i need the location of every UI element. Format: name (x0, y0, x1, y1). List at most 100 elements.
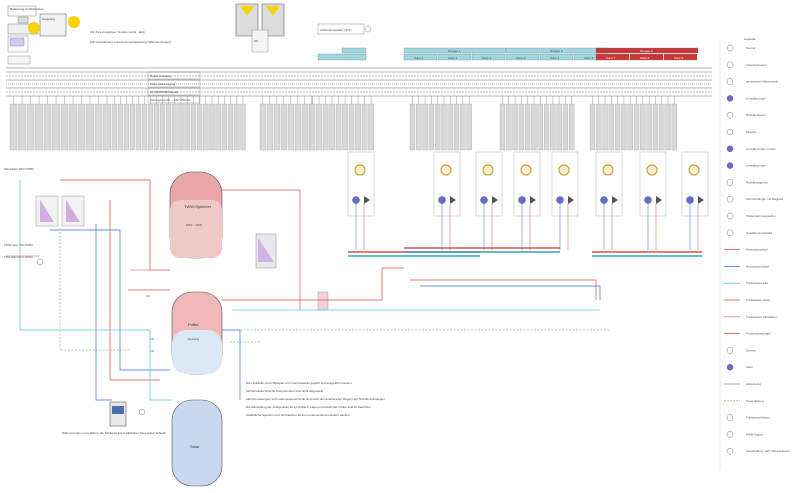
dhw-tank-title: TWW-Speicher (184, 204, 212, 209)
valve-icon (450, 196, 456, 204)
zone-group-header (341, 47, 367, 54)
terminal-module (166, 103, 172, 151)
legend-item-label: Heizungsrücklauf (746, 264, 769, 268)
legend-item-label: Mischer (746, 130, 757, 134)
legend-symbol-icon (726, 162, 734, 169)
pump-icon (686, 196, 694, 204)
terminal-module (43, 103, 52, 151)
heating-circuit-frame (681, 151, 709, 217)
room-unit-label: Bedienung im Wohnraum (10, 7, 44, 11)
terminal-module (111, 103, 117, 151)
terminal-module (633, 103, 640, 151)
heating-circuit-frame (433, 151, 461, 217)
terminal-module (147, 103, 153, 151)
pump-icon (518, 196, 526, 204)
terminal-module (94, 103, 103, 151)
heating-circuit-frame (513, 151, 541, 217)
terminal-module (441, 103, 447, 151)
terminal-module (506, 103, 512, 151)
legend-item-label: PWM-Signal (746, 432, 763, 436)
note-line-4: Die Darstellung der Anlagenteile ist sym… (246, 405, 371, 409)
terminal-module (309, 103, 316, 151)
fc-label-mid: FC (150, 337, 155, 341)
terminal-module (294, 103, 301, 151)
terminal-module (550, 103, 556, 151)
legend-item-label: Rücklaufsperre (746, 113, 767, 117)
legend-item-label: Frostschutzgruppe (746, 332, 771, 336)
lower-tank: Solar (171, 399, 223, 487)
zone-label: Zone 8 (640, 56, 650, 60)
terminal-module (422, 103, 428, 151)
buffer-tank-sub: Heizung (188, 337, 199, 341)
buffer-tank-title: Puffer (188, 322, 199, 327)
control-box (39, 13, 67, 37)
fc-label-top: FC (146, 294, 151, 298)
legend-symbol-icon (726, 364, 734, 371)
supply-24v-label: 24 VDC/PWM Signal (150, 90, 178, 94)
terminal-module (153, 103, 159, 151)
terminal-module (652, 103, 659, 151)
terminal-module (562, 103, 569, 151)
terminal-module (35, 103, 43, 151)
terminal-module (273, 103, 280, 151)
heating-circuit-frame (347, 151, 375, 217)
terminal-module (556, 103, 562, 151)
legend-item-label: Plattenwärmetauscher (746, 214, 776, 218)
legend-symbol-icon (726, 61, 734, 69)
left-substations: Zirkulation WFC PWM TWW Neu TFC PWM TW2 … (4, 167, 85, 266)
terminal-module (646, 103, 652, 151)
zone-group-title: Gruppe 1 (448, 49, 461, 53)
terminal-module (178, 103, 184, 151)
zone-label: Zone 4 (516, 56, 526, 60)
heating-circuit-modules (347, 151, 709, 250)
terminal-module (608, 103, 614, 151)
legend-item-label: Aktor (746, 365, 753, 369)
legend-symbol-icon (726, 229, 734, 237)
terminal-module (368, 103, 374, 151)
terminal-module (602, 103, 608, 151)
terminal-module (342, 103, 348, 151)
note-line-1: Die Hydraulik ist ein Beispiel und muss … (246, 381, 352, 385)
zone-cell (505, 53, 540, 61)
legend-item-label: Sensor (746, 348, 756, 352)
legend-symbol-icon (726, 212, 734, 220)
legend-item-label: Absperrarmatur (746, 63, 767, 67)
legend-item-label: Sensor (746, 46, 756, 50)
zone-label: Zone 6 (584, 56, 594, 60)
valve-icon (492, 196, 498, 204)
terminal-module (525, 103, 531, 151)
lead-hint: Zirkulation WFC PWM (4, 167, 34, 171)
terminal-module (621, 103, 627, 151)
supply-230v-label: Versorgung AC ~ 230 V/50 Hz (150, 98, 191, 102)
zone-cell (403, 53, 438, 61)
terminal-module (466, 103, 472, 151)
zone-cell (595, 53, 630, 61)
zone-cell (539, 53, 574, 61)
terminal-module (159, 103, 165, 151)
wireless-icon (28, 22, 40, 34)
terminal-module (453, 103, 460, 151)
sun-icon (266, 6, 280, 16)
legend-item-label: Fühlertauchhülse (746, 416, 769, 420)
note-line-5: Zusätzliche Speicher und Verbraucher kön… (246, 413, 351, 417)
terminal-module (428, 103, 434, 151)
room-thermostat-icon (440, 164, 452, 176)
sun-icon (240, 6, 254, 16)
terminal-module (409, 103, 416, 151)
room-thermostat-icon (482, 164, 494, 176)
room-thermostat-icon (558, 164, 570, 176)
terminal-module (355, 103, 361, 151)
tww-pwm-label: TWW Neu TFC PWM (4, 243, 33, 247)
terminal-module (671, 103, 677, 151)
legend-item-label: Trinkwasser Zirkulation (746, 315, 777, 319)
legend-symbol-icon (726, 448, 734, 455)
zone-label: Zone 1 (414, 56, 424, 60)
terminal-module (512, 103, 518, 151)
room-thermostat-icon (646, 164, 658, 176)
terminal-module (615, 103, 621, 151)
terminal-module (26, 103, 35, 151)
zone-cell (437, 53, 472, 61)
terminal-module (215, 103, 221, 151)
terminal-module (209, 103, 215, 151)
valve-icon (656, 196, 662, 204)
